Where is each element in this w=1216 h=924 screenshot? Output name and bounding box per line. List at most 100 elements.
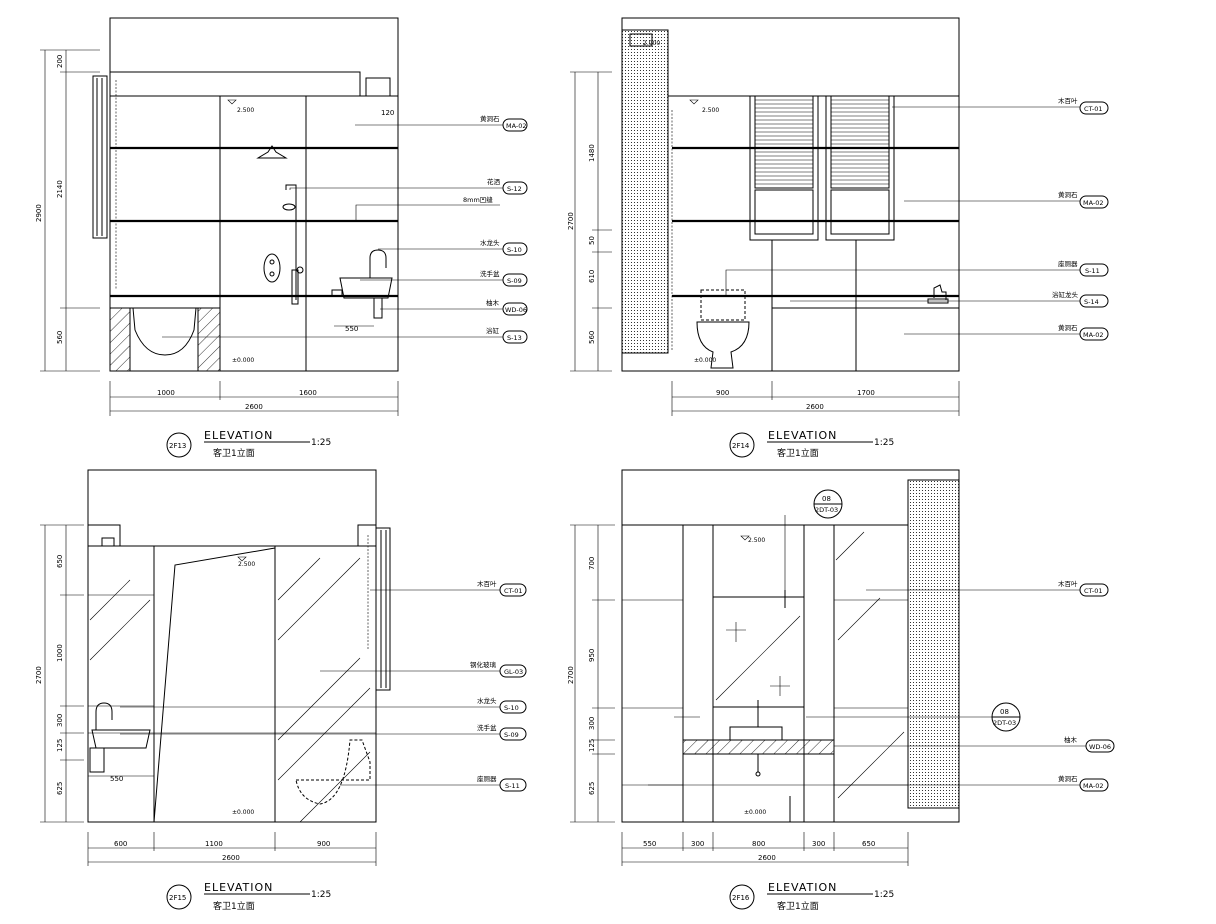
detail-ref-sheet: 2DT-03 (993, 719, 1016, 727)
dim-v: 125 (588, 739, 596, 752)
shower-pipe (285, 184, 297, 300)
dim-h: 1600 (299, 389, 317, 397)
dim-v: 610 (588, 270, 596, 283)
bathtub-wall-hatch (109, 307, 131, 372)
drawing-subtitle: 客卫1立面 (213, 447, 255, 459)
detail-ref-sheet: 2DT-03 (815, 506, 838, 514)
drawing-id: 2F14 (732, 442, 750, 450)
glass-door (153, 547, 276, 823)
bath-faucet (933, 284, 947, 300)
callout-label: 花洒 (487, 177, 501, 186)
dim-v: 1480 (588, 144, 596, 162)
callout-label: 钢化玻璃 (470, 660, 497, 669)
dim-v: 300 (56, 714, 64, 727)
drawing-scale: 1:25 (311, 890, 331, 900)
shower-hose (291, 269, 299, 305)
vanity-top (682, 739, 835, 755)
callout-label: 8mm凹缝 (463, 195, 493, 204)
drawing-title: ELEVATION (768, 881, 837, 894)
dim-h: 2600 (758, 854, 776, 862)
dim-v: 700 (588, 557, 596, 570)
drawing-subtitle: 客卫1立面 (777, 447, 819, 459)
elevation-2f16: 08 2DT-03 08 2DT-03 2.500 ±0.000 700 950… (567, 469, 1115, 912)
louver-window (749, 95, 819, 241)
dim-v: 200 (56, 55, 64, 68)
toilet (696, 321, 750, 369)
drawing-id: 2F16 (732, 894, 750, 902)
level-mark: 2.900 (643, 40, 660, 47)
faucet (95, 702, 113, 730)
drawing-subtitle: 客卫1立面 (777, 900, 819, 912)
dim-v: 2900 (35, 204, 43, 222)
dim-v: 2700 (35, 666, 43, 684)
callout-label: 座厕器 (1058, 259, 1078, 268)
faucet (369, 249, 387, 278)
wall-section (907, 479, 960, 809)
dim-v: 1000 (56, 644, 64, 662)
dim-h: 1000 (157, 389, 175, 397)
dim-h: 1100 (205, 840, 223, 848)
elevation-2f13: 550 120 2.500 ±0.000 200 2140 560 2900 1… (35, 17, 528, 459)
dim-h: 2600 (245, 403, 263, 411)
ceiling-soffit (110, 71, 361, 97)
hand-shower (282, 203, 296, 211)
mirror (712, 596, 805, 708)
callout-tag: GL-03 (504, 668, 523, 676)
wash-basin (729, 726, 783, 741)
elevation-2f14: 2.900 2.500 ±0.000 1480 50 610 560 2700 … (567, 17, 1109, 459)
wall-section (621, 29, 669, 354)
callout-tag: S-09 (507, 277, 522, 285)
dim-h: 650 (862, 840, 875, 848)
drawing-title: ELEVATION (768, 429, 837, 442)
wash-basin (91, 729, 151, 749)
drawing-number-bubble (166, 432, 192, 458)
callout-tag: MA-02 (1083, 782, 1104, 790)
callout-tag: CT-01 (1084, 105, 1103, 113)
dim-h: 800 (752, 840, 765, 848)
glass-hatching (89, 557, 371, 823)
callout-tag: MA-02 (506, 122, 527, 130)
level-mark: 2.500 (238, 561, 255, 568)
dim-v: 625 (56, 782, 64, 795)
callout-label: 柚木 (1064, 735, 1078, 744)
elevation-frame (621, 17, 960, 372)
level-mark: ±0.000 (694, 357, 716, 364)
callout-tag: S-11 (1085, 267, 1100, 275)
level-mark: ±0.000 (232, 809, 254, 816)
callout-tag: S-10 (507, 246, 522, 254)
elevation-2f15: 550 2.500 ±0.000 650 1000 300 125 625 27… (35, 469, 527, 912)
louver-window (825, 95, 895, 241)
detail-ref-num: 08 (1000, 708, 1009, 716)
drawing-scale: 1:25 (311, 438, 331, 448)
toilet (295, 739, 371, 805)
callout-tag: MA-02 (1083, 199, 1104, 207)
callout-tag: S-13 (507, 334, 522, 342)
level-mark: 2.500 (237, 107, 254, 114)
drawing-number-bubble (166, 884, 192, 910)
dim-v: 2700 (567, 212, 575, 230)
callout-tag: WD-06 (1089, 743, 1111, 751)
callout-label: 黄洞石 (1058, 774, 1078, 783)
callout-label: 黄洞石 (1058, 190, 1078, 199)
callout-tag: S-12 (507, 185, 522, 193)
callout-label: 浴缸龙头 (1052, 290, 1079, 299)
callout-tag: S-11 (505, 782, 520, 790)
drawing-subtitle: 客卫1立面 (213, 900, 255, 912)
callout-label: 黄洞石 (1058, 323, 1078, 332)
callout-label: 木百叶 (477, 579, 497, 588)
level-mark: 2.500 (748, 537, 765, 544)
basin-drain (373, 297, 383, 319)
level-mark: ±0.000 (744, 809, 766, 816)
dim-h: 2600 (806, 403, 824, 411)
callout-label: 水龙头 (477, 696, 497, 705)
dim-v: 300 (588, 717, 596, 730)
elevation-frame (109, 17, 399, 372)
bathtub (132, 307, 197, 356)
level-mark: 2.500 (702, 107, 719, 114)
dim-h: 900 (317, 840, 330, 848)
callout-tag: S-14 (1084, 298, 1099, 306)
detail-ref-num: 08 (822, 495, 831, 503)
drawing-scale: 1:25 (874, 890, 894, 900)
dim-v: 2140 (56, 180, 64, 198)
